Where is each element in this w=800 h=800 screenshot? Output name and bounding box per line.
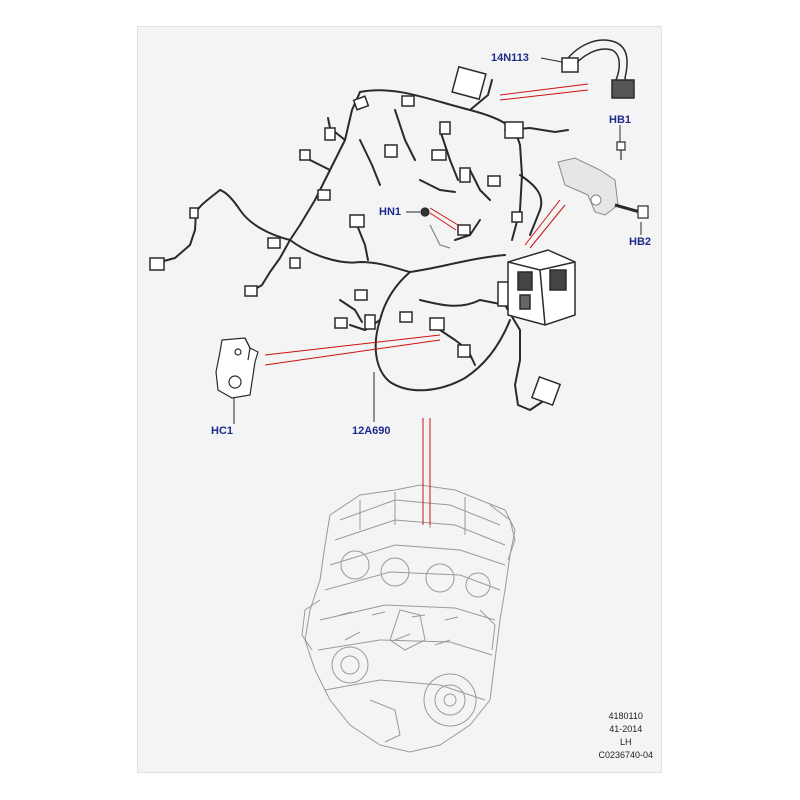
reference-id: C0236740-04 xyxy=(598,750,653,760)
callout-hb1: HB1 xyxy=(609,114,632,126)
callout-12a690: 12A690 xyxy=(352,425,391,437)
reference-side: LH xyxy=(619,737,632,747)
bolt-hb1-illustration xyxy=(616,141,626,160)
bracket-hc1-illustration xyxy=(215,337,259,399)
callout-hn1: HN1 xyxy=(379,206,402,218)
hose-14n113-illustration xyxy=(561,39,635,99)
bolt-hb2-illustration xyxy=(614,203,649,219)
callout-hb2: HB2 xyxy=(629,236,652,248)
reference-code: 4180110 xyxy=(608,711,643,721)
callout-hc1: HC1 xyxy=(211,425,234,437)
harness-connectors xyxy=(149,65,562,407)
nut-hn1-illustration xyxy=(420,207,451,249)
diagram-panel xyxy=(137,26,662,773)
callout-14n113: 14N113 xyxy=(491,52,529,64)
engine-illustration xyxy=(301,484,516,753)
junction-box xyxy=(507,249,576,326)
diagram-reference-block: 4180110 41-2014 LH C0236740-04 xyxy=(598,710,653,762)
reference-date: 41-2014 xyxy=(609,724,643,734)
wiring-harness-illustration xyxy=(159,79,569,411)
leader-lines xyxy=(264,83,589,525)
callout-leaders xyxy=(233,57,642,424)
bracket-hb1-illustration xyxy=(557,157,619,216)
